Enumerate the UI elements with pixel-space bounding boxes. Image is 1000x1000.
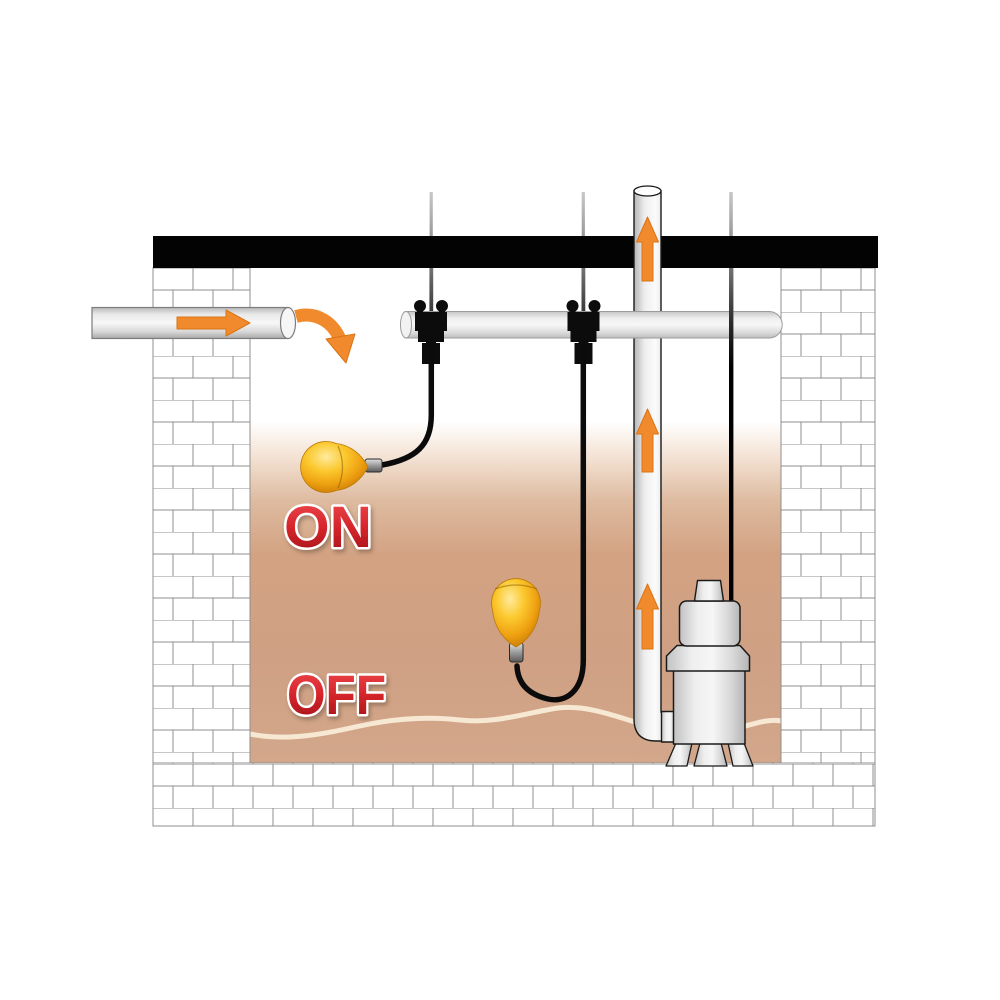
- float-on-cable-top: [429, 192, 433, 236]
- pump-leg: [693, 742, 728, 767]
- discharge-pipe-opening: [633, 185, 662, 197]
- flow-arrow-up-icon: [636, 408, 659, 473]
- flow-arrow-curved-icon: [294, 308, 356, 364]
- flow-arrow-right-icon: [176, 309, 251, 337]
- cable-clamp: [566, 300, 601, 364]
- label-on: ON: [284, 495, 372, 560]
- foundation-walls: [152, 267, 876, 827]
- float-off-seam: [494, 584, 538, 590]
- flow-arrow-up-icon: [636, 216, 659, 282]
- curved-arrow-head: [325, 333, 356, 364]
- float-off-body: [491, 578, 541, 648]
- pump-lower-housing: [672, 669, 746, 745]
- float-off-cable-top: [581, 192, 585, 236]
- pump-upper-housing: [678, 600, 741, 647]
- label-off: OFF: [287, 663, 386, 726]
- float-off-cable-mid: [581, 268, 586, 315]
- sump-pump: [660, 579, 754, 767]
- pump-cap: [693, 579, 725, 602]
- brick-floor: [152, 762, 876, 827]
- float-on-tether-cable: [379, 345, 435, 468]
- inlet-pipe: [91, 306, 297, 340]
- float-off-tether-cable: [514, 345, 587, 703]
- right-brick-wall: [780, 267, 876, 764]
- pump-shoulder: [665, 644, 751, 672]
- flow-arrow-up-icon: [636, 583, 659, 650]
- float-switch-off: [491, 345, 587, 703]
- float-on-body: [300, 441, 369, 493]
- pump-cable-top: [729, 192, 733, 236]
- ceiling-joist: [153, 236, 878, 268]
- left-brick-wall: [152, 267, 251, 764]
- pump-cable: [729, 268, 734, 602]
- float-switch-on: [300, 345, 435, 493]
- inlet-pipe-opening: [279, 306, 297, 340]
- cable-clamp: [414, 300, 448, 364]
- float-on-seam: [337, 445, 344, 489]
- support-bar-end-cap: [400, 311, 412, 339]
- hanging-cables: [429, 192, 733, 315]
- float-on-cable-mid: [429, 268, 434, 315]
